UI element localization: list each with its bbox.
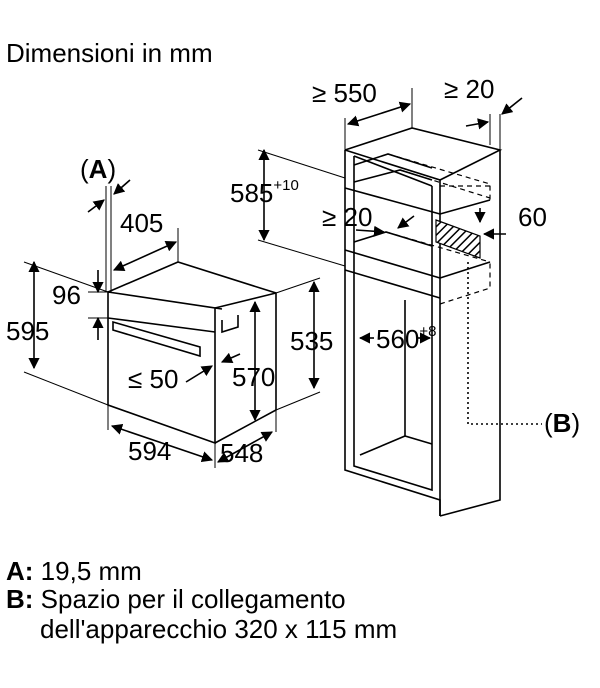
legend-b-text2: dell'apparecchio 320 x 115 mm xyxy=(40,614,398,644)
dim-le-50: ≤ 50 xyxy=(128,364,178,394)
legend-a-key: A: xyxy=(6,556,34,586)
dim-548: 548 xyxy=(220,438,263,468)
oven-drawing xyxy=(107,261,277,445)
legend-a: A: 19,5 mm xyxy=(6,556,142,586)
dim-96: 96 xyxy=(52,280,81,310)
dim-ge-20-top: ≥ 20 xyxy=(444,74,494,104)
dim-535: 535 xyxy=(290,326,333,356)
dim-ge-20-mid: ≥ 20 xyxy=(322,202,372,232)
dim-405: 405 xyxy=(120,208,163,238)
dim-585: 585+10 xyxy=(230,177,299,208)
a-marker: (A) xyxy=(80,154,116,184)
diagram-title: Dimensioni in mm xyxy=(6,38,213,68)
dim-595: 595 xyxy=(6,316,49,346)
dim-60: 60 xyxy=(518,202,547,232)
dim-570: 570 xyxy=(232,362,275,392)
legend-b-key: B: xyxy=(6,584,34,614)
b-marker: (B) xyxy=(544,408,580,438)
legend-b-text: Spazio per il collegamento xyxy=(40,584,346,614)
cabinet-drawing xyxy=(344,127,542,517)
legend-b-line2: dell'apparecchio 320 x 115 mm xyxy=(40,614,397,644)
dim-560: 560+8 xyxy=(376,323,437,354)
legend-a-text: 19,5 mm xyxy=(40,556,142,586)
legend-b: B: Spazio per il collegamento xyxy=(6,584,346,614)
dim-ge-550: ≥ 550 xyxy=(312,78,377,108)
dim-594: 594 xyxy=(128,436,171,466)
